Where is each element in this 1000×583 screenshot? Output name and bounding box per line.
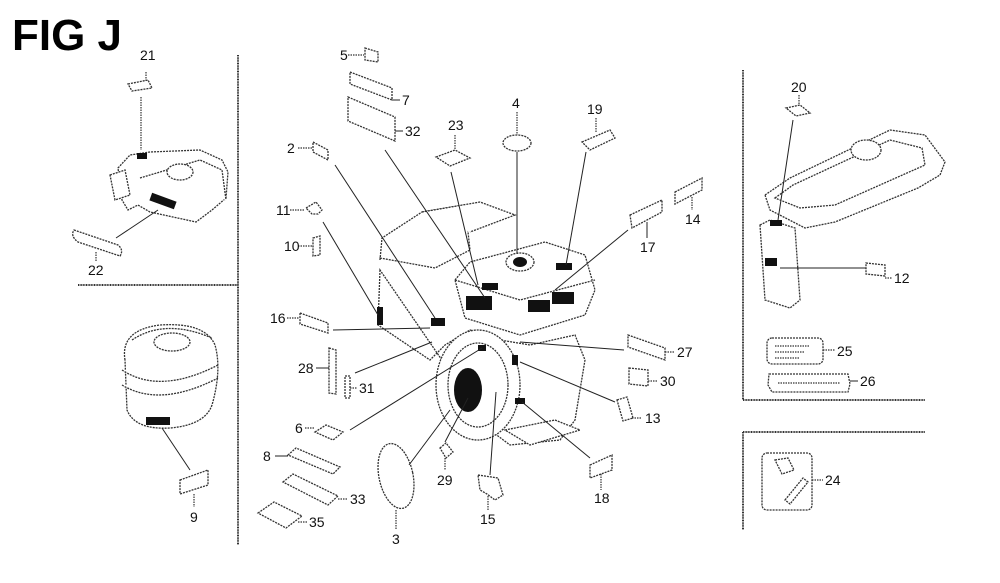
part-8-decal[interactable] [286,447,342,475]
fuel-tank [759,129,946,309]
callout-14: 14 [685,211,701,227]
callout-25: 25 [837,343,853,359]
label-24-diamond-icon [774,457,795,475]
part-24-label[interactable] [761,452,813,511]
label-24-wrench-icon [784,477,809,505]
part-23-decal[interactable] [434,149,472,167]
callout-11: 11 [276,202,291,218]
part-12-decal[interactable] [865,262,886,277]
callout-3: 3 [392,531,400,547]
callout-5: 5 [340,47,348,63]
callout-21: 21 [140,47,156,63]
callout-19: 19 [587,101,603,117]
panel-dividers [78,55,925,545]
part-30-decal[interactable] [628,367,649,387]
callout-26: 26 [860,373,876,389]
callout-29: 29 [437,472,453,488]
callout-20: 20 [791,79,807,95]
callout-18: 18 [594,490,610,506]
part-13-decal[interactable] [616,396,634,422]
part-32-decal[interactable] [347,96,396,142]
part-33-decal[interactable] [281,473,340,506]
callout-31: 31 [359,380,375,396]
part-16-decal[interactable] [299,312,329,334]
callout-32: 32 [405,123,421,139]
callout-15: 15 [480,511,496,527]
part-19-decal[interactable] [580,129,616,151]
callout-2: 2 [287,140,295,156]
part-25-label[interactable] [766,337,824,365]
part-3-decal[interactable] [373,440,420,512]
callout-4: 4 [512,95,520,111]
air-cleaner-box [109,149,229,223]
callout-8: 8 [263,448,271,464]
figure-title: FIG J [12,11,123,60]
part-20-decal[interactable] [784,104,812,117]
callout-12: 12 [894,270,910,286]
part-14-decal[interactable] [674,176,703,206]
part-9-decal[interactable] [179,469,209,495]
callout-10: 10 [284,238,300,254]
part-7-decal[interactable] [349,71,393,101]
callout-24: 24 [825,472,841,488]
part-10-decal[interactable] [312,235,321,257]
part-21-decal[interactable] [126,79,153,92]
part-15-decal[interactable] [477,474,504,501]
callout-28: 28 [298,360,314,376]
part-18-decal[interactable] [589,453,613,479]
callout-7: 7 [402,92,410,108]
callout-33: 33 [350,491,366,507]
callout-16: 16 [270,310,286,326]
callout-30: 30 [660,373,676,389]
air-cleaner-oval [121,324,219,429]
leader-lines [322,149,629,476]
part-6-decal[interactable] [313,424,345,441]
part-11-decal[interactable] [304,201,323,215]
callout-17: 17 [640,239,656,255]
callout-23: 23 [448,117,464,133]
part-27-decal[interactable] [627,334,666,361]
callout-22: 22 [88,262,104,278]
part-29-decal[interactable] [439,442,454,459]
part-35-decal[interactable] [256,501,304,529]
callout-27: 27 [677,344,693,360]
callout-35: 35 [309,514,325,530]
callout-labels: 21 22 9 5 7 32 2 23 4 19 17 14 11 10 16 … [88,47,910,547]
part-31-decal[interactable] [344,375,351,399]
callout-9: 9 [190,509,198,525]
part-5-decal[interactable] [364,47,379,63]
part-22-decal[interactable] [72,229,123,257]
callout-6: 6 [295,420,303,436]
part-4-decal[interactable] [502,134,532,152]
part-17-decal[interactable] [629,198,663,230]
engine-assembly [377,201,596,446]
part-2-decal[interactable] [312,140,329,162]
callout-13: 13 [645,410,661,426]
part-28-decal[interactable] [328,347,337,395]
